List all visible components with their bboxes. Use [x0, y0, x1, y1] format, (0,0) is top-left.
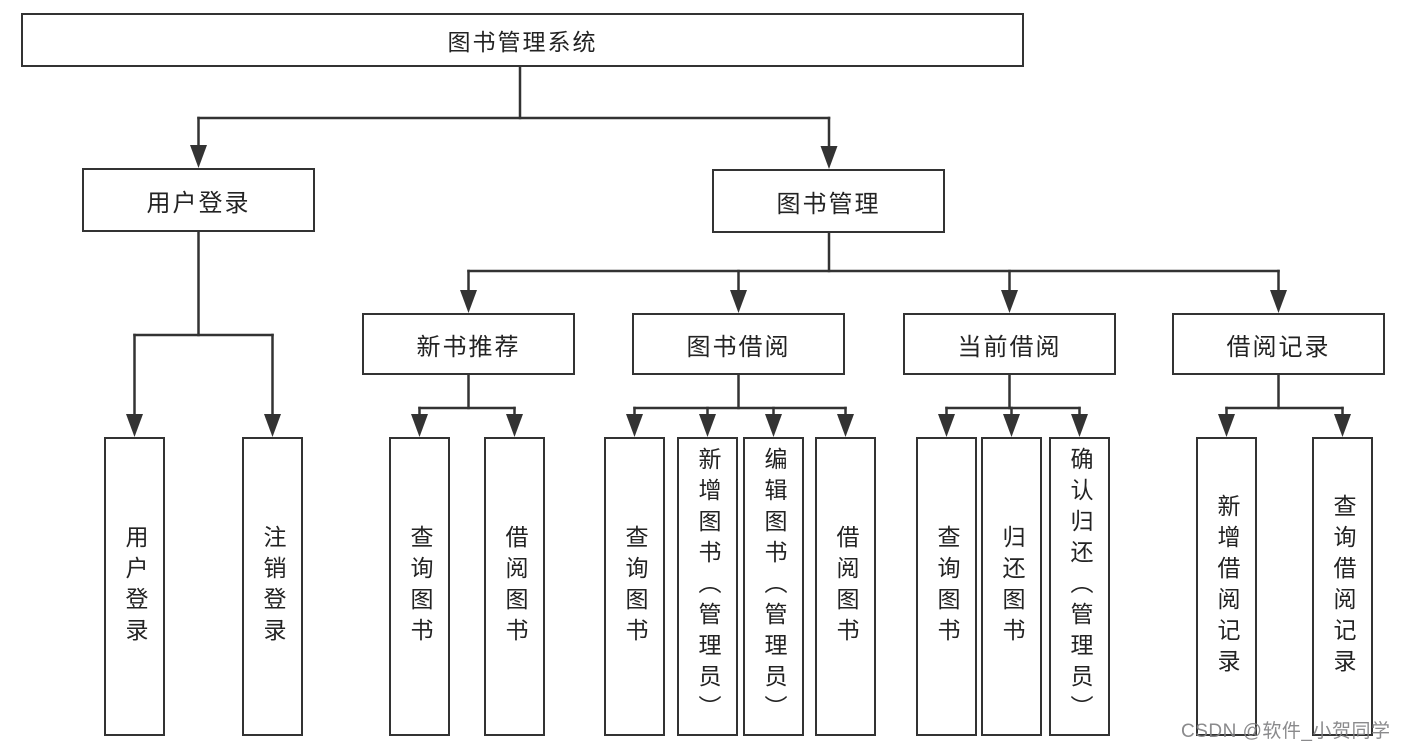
leaf-add-book-admin: 新增图书（管理员）: [677, 437, 738, 736]
node-current-borrow: 当前借阅: [903, 313, 1116, 375]
node-user-login: 用户登录: [82, 168, 315, 232]
node-label: 归还图书: [999, 524, 1025, 649]
node-label: 当前借阅: [957, 333, 1062, 361]
node-label: 查询图书: [622, 524, 648, 649]
node-label: 查询图书: [407, 524, 433, 649]
node-library-management-system: 图书管理系统: [21, 13, 1024, 67]
leaf-query-books-borrow: 查询图书: [604, 437, 665, 736]
node-label: 借阅记录: [1226, 333, 1331, 361]
node-label: 新书推荐: [416, 333, 521, 361]
leaf-borrow-books-recommend: 借阅图书: [484, 437, 545, 736]
node-book-borrow: 图书借阅: [632, 313, 845, 375]
leaf-user-login: 用户登录: [104, 437, 165, 736]
node-label: 新增借阅记录: [1214, 493, 1240, 680]
node-label: 查询图书: [934, 524, 960, 649]
leaf-confirm-return-admin: 确认归还（管理员）: [1049, 437, 1110, 736]
leaf-add-borrow-record: 新增借阅记录: [1196, 437, 1257, 736]
leaf-query-books-recommend: 查询图书: [389, 437, 450, 736]
node-book-management: 图书管理: [712, 169, 945, 233]
node-label: 用户登录: [122, 524, 148, 649]
node-label: 借阅图书: [833, 524, 859, 649]
leaf-borrow-books: 借阅图书: [815, 437, 876, 736]
leaf-logout: 注销登录: [242, 437, 303, 736]
node-label: 注销登录: [260, 524, 286, 649]
node-label: 确认归还（管理员）: [1067, 447, 1093, 726]
node-label: 图书借阅: [686, 333, 791, 361]
leaf-return-book: 归还图书: [981, 437, 1042, 736]
node-label: 新增图书（管理员）: [695, 447, 721, 726]
node-label: 编辑图书（管理员）: [761, 447, 787, 726]
watermark: CSDN @软件_小贺同学: [1181, 721, 1391, 742]
leaf-edit-book-admin: 编辑图书（管理员）: [743, 437, 804, 736]
node-borrow-records: 借阅记录: [1172, 313, 1385, 375]
leaf-query-books-current: 查询图书: [916, 437, 977, 736]
leaf-query-borrow-record: 查询借阅记录: [1312, 437, 1373, 736]
node-label: 借阅图书: [502, 524, 528, 649]
node-label: 查询借阅记录: [1330, 493, 1356, 680]
node-label: 图书管理系统: [447, 29, 598, 55]
node-label: 用户登录: [146, 189, 251, 217]
node-new-book-recommend: 新书推荐: [362, 313, 575, 375]
node-label: 图书管理: [776, 190, 881, 218]
